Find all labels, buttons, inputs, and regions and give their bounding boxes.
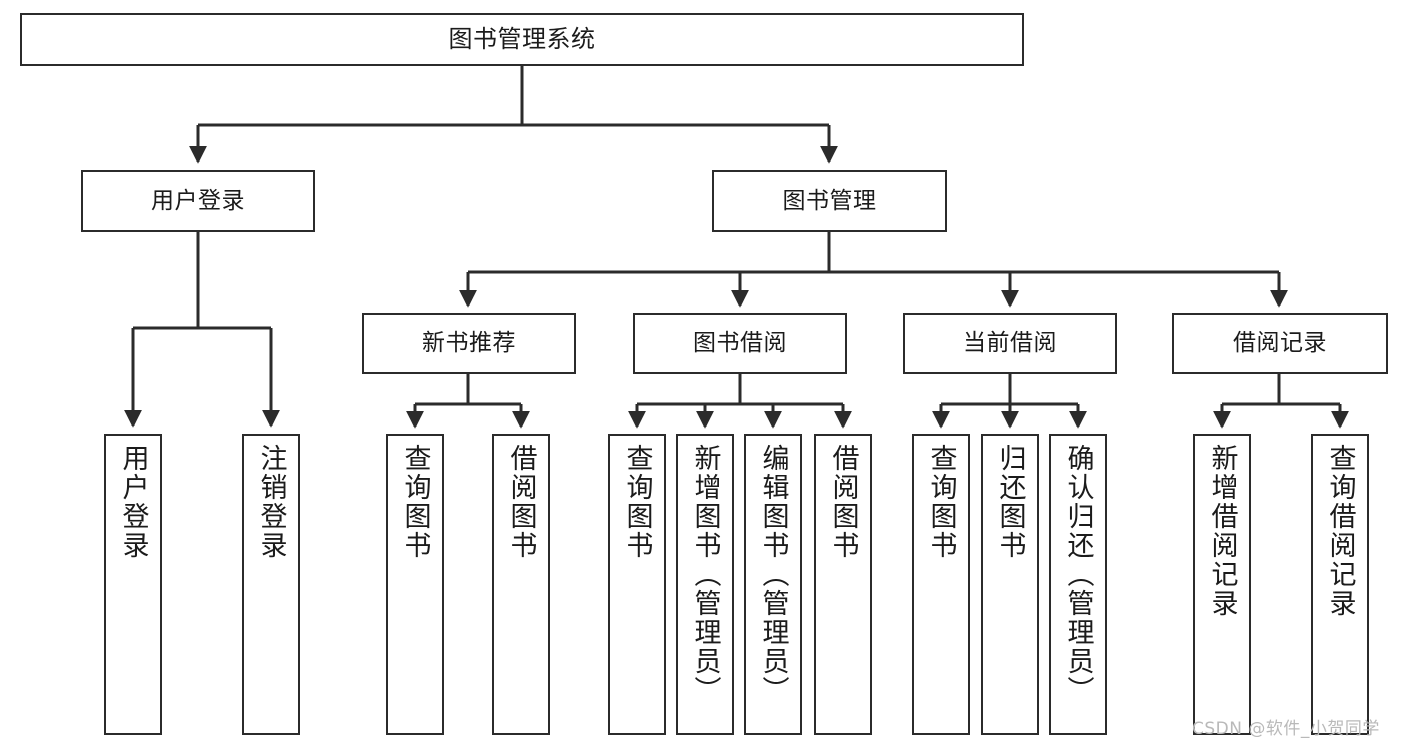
node-label: 查询图书 [925, 444, 957, 560]
leaf-query-book-borrow[interactable]: 查询图书 [608, 434, 666, 735]
node-label: 用户登录 [117, 444, 149, 560]
node-label: 图书管理系统 [448, 24, 596, 53]
leaf-logout-login[interactable]: 注销登录 [242, 434, 300, 735]
node-label: 查询图书 [399, 444, 431, 560]
node-label: 借阅图书 [827, 444, 859, 560]
node-book-borrow[interactable]: 图书借阅 [633, 313, 847, 374]
node-root-book-management-system[interactable]: 图书管理系统 [20, 13, 1024, 66]
leaf-add-borrow-record[interactable]: 新增借阅记录 [1193, 434, 1251, 735]
node-new-book-recommend[interactable]: 新书推荐 [362, 313, 576, 374]
node-book-management[interactable]: 图书管理 [712, 170, 947, 232]
node-borrow-record[interactable]: 借阅记录 [1172, 313, 1388, 374]
leaf-return-book[interactable]: 归还图书 [981, 434, 1039, 735]
leaf-borrow-book-recommend[interactable]: 借阅图书 [492, 434, 550, 735]
leaf-user-login[interactable]: 用户登录 [104, 434, 162, 735]
leaf-query-book-current[interactable]: 查询图书 [912, 434, 970, 735]
node-label: 归还图书 [994, 444, 1026, 560]
node-user-login[interactable]: 用户登录 [81, 170, 315, 232]
node-label: 用户登录 [151, 187, 245, 214]
node-label: 借阅记录 [1233, 330, 1327, 357]
leaf-borrow-book-borrow[interactable]: 借阅图书 [814, 434, 872, 735]
node-label: 当前借阅 [963, 330, 1057, 357]
node-label: 新书推荐 [422, 330, 516, 357]
leaf-confirm-return-admin[interactable]: 确认归还（管理员） [1049, 434, 1107, 735]
node-label: 查询图书 [621, 444, 653, 560]
node-label: 编辑图书（管理员） [757, 444, 789, 705]
leaf-add-book-admin[interactable]: 新增图书（管理员） [676, 434, 734, 735]
node-label: 注销登录 [255, 444, 287, 560]
leaf-query-book-recommend[interactable]: 查询图书 [386, 434, 444, 735]
node-label: 图书管理 [782, 187, 877, 214]
leaf-edit-book-admin[interactable]: 编辑图书（管理员） [744, 434, 802, 735]
node-label: 查询借阅记录 [1324, 444, 1356, 618]
node-current-borrow[interactable]: 当前借阅 [903, 313, 1117, 374]
leaf-query-borrow-record[interactable]: 查询借阅记录 [1311, 434, 1369, 735]
node-label: 借阅图书 [505, 444, 537, 560]
node-label: 确认归还（管理员） [1062, 444, 1094, 705]
node-label: 新增图书（管理员） [689, 444, 721, 705]
node-label: 图书借阅 [693, 330, 787, 357]
csdn-watermark: CSDN @软件_小贺同学 [1192, 719, 1380, 739]
node-label: 新增借阅记录 [1206, 444, 1238, 618]
